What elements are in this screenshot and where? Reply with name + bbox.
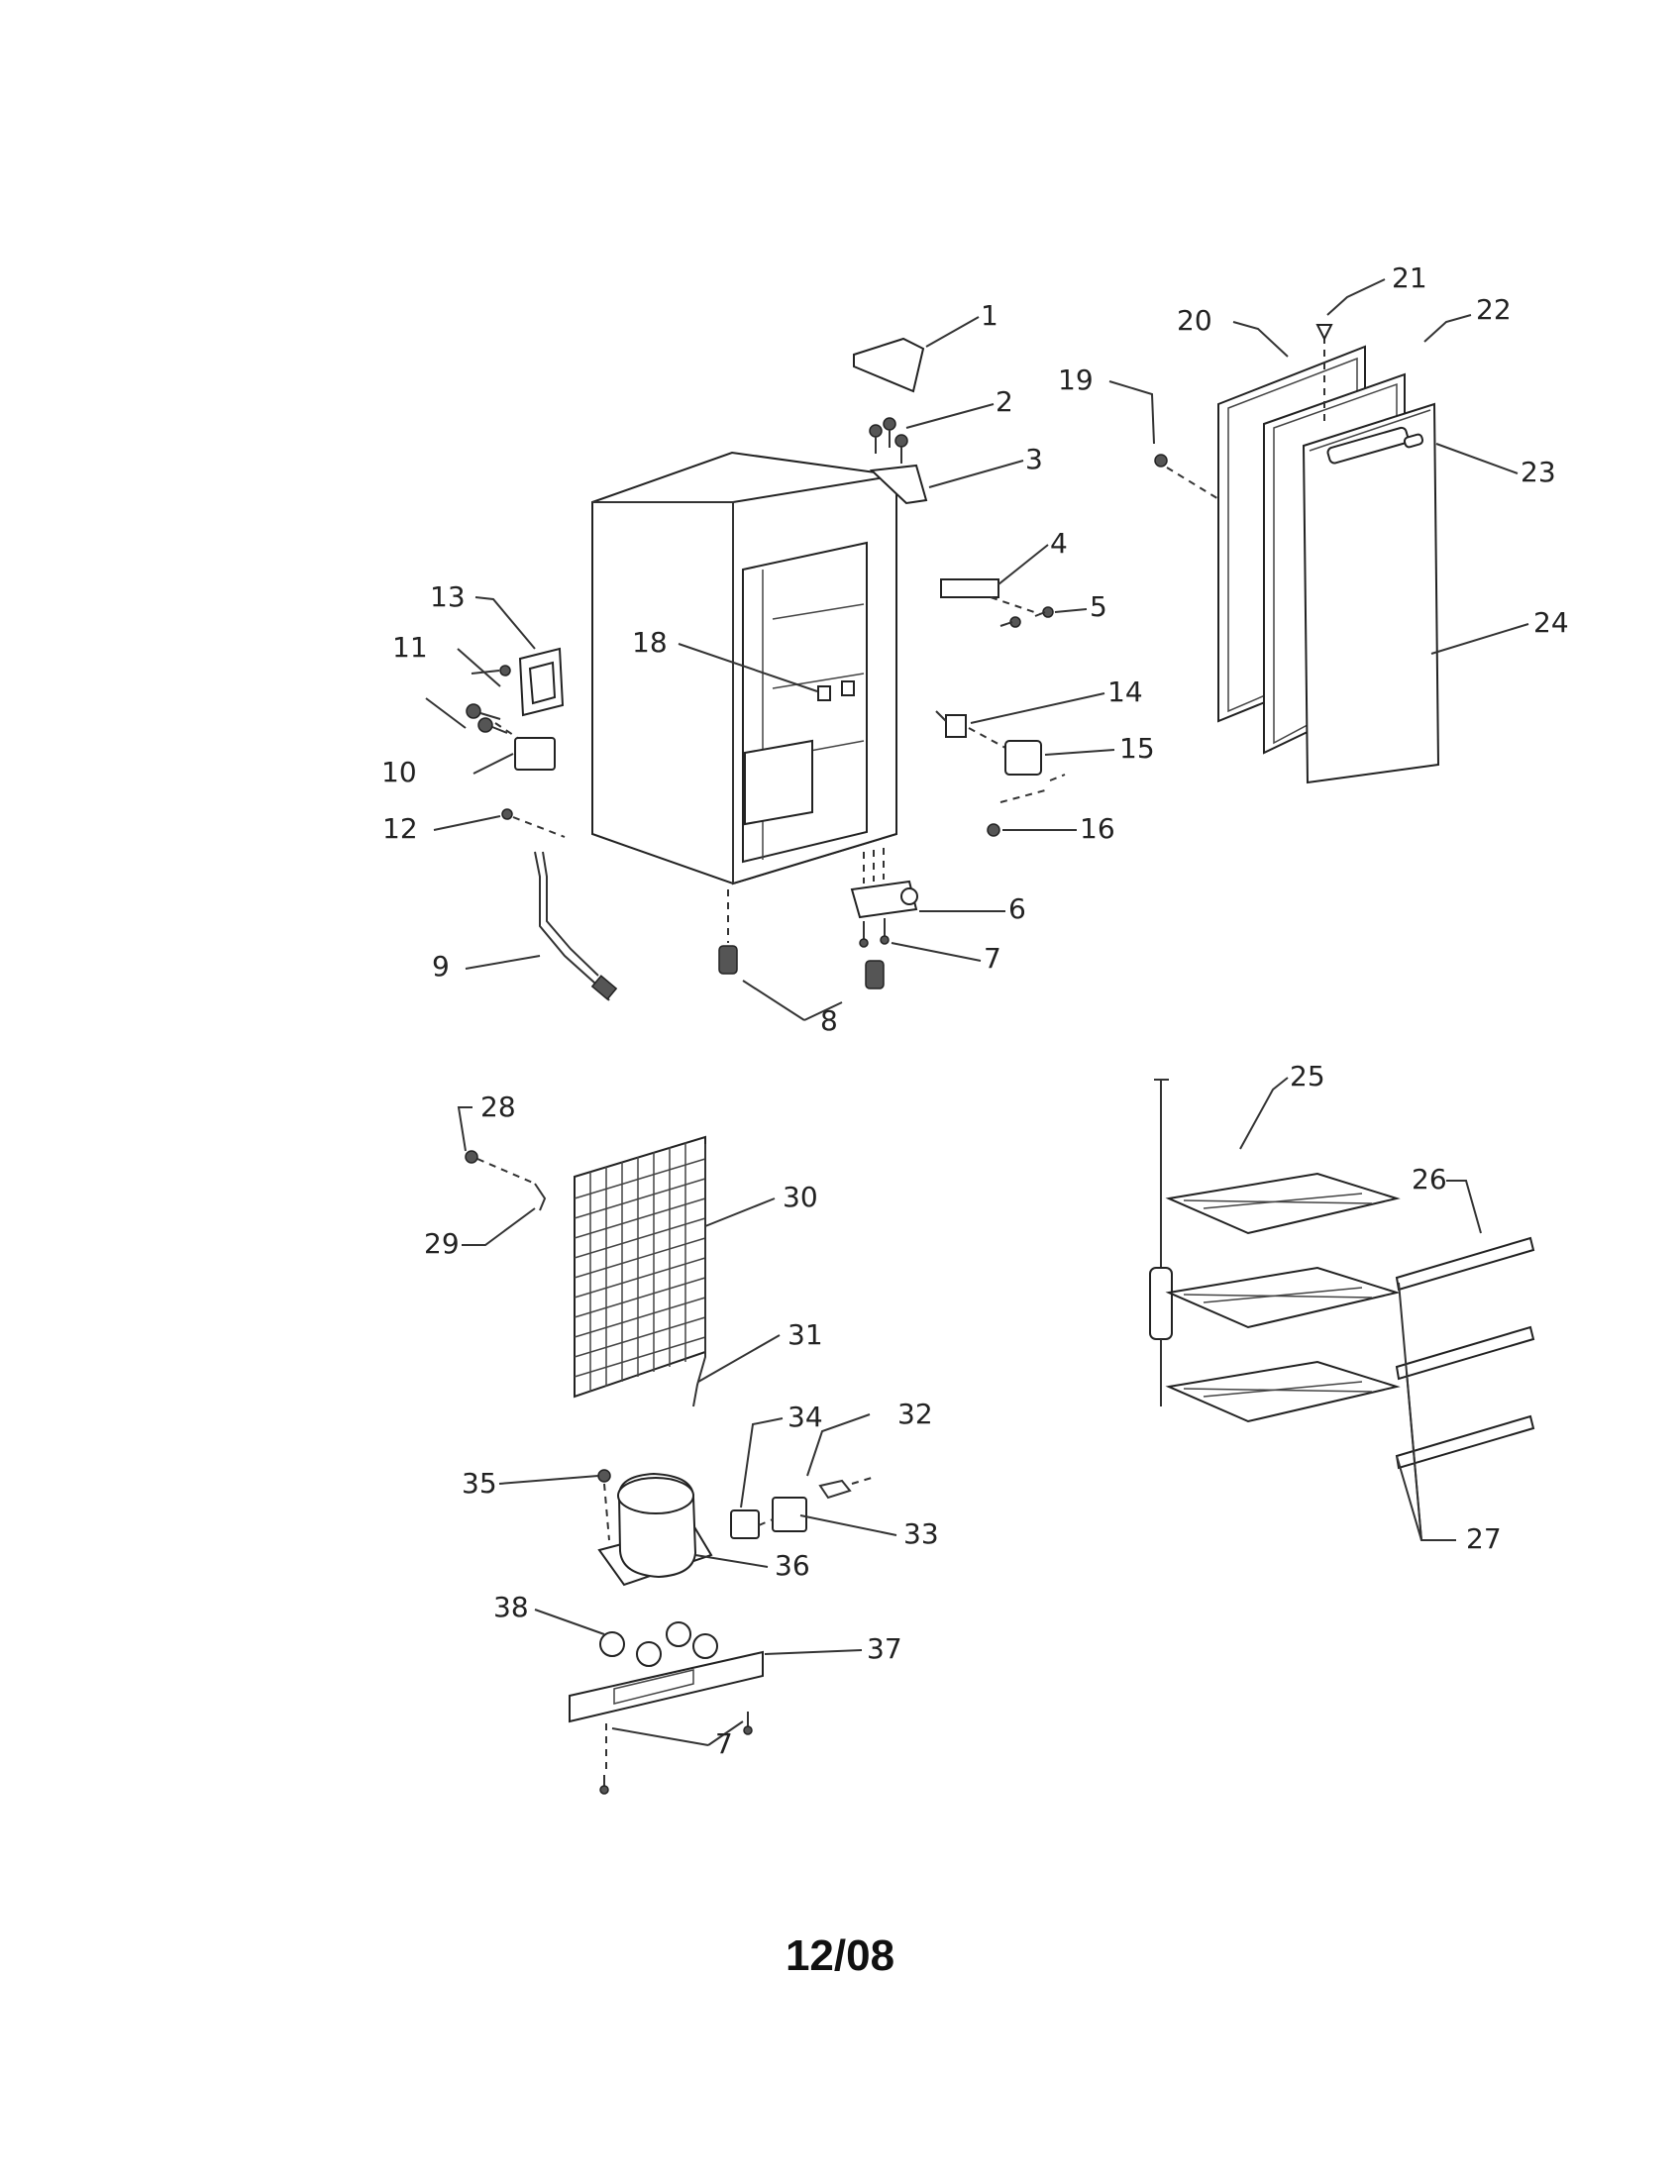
door-panel xyxy=(1302,402,1440,784)
callout-4: 4 xyxy=(1050,527,1068,560)
callout-24: 24 xyxy=(1533,606,1569,639)
door-badge xyxy=(1403,433,1424,449)
condenser xyxy=(574,1135,706,1407)
callout-19: 19 xyxy=(1058,364,1094,396)
callout-5: 5 xyxy=(1090,590,1107,623)
top-hinge xyxy=(869,464,928,505)
cord-screw xyxy=(501,808,513,820)
compressor-bolt xyxy=(597,1469,611,1483)
base-plate xyxy=(569,1650,764,1723)
callout-7: 7 xyxy=(984,942,1001,975)
bracket xyxy=(940,578,999,598)
hinge-screws xyxy=(869,417,908,464)
callout-10: 10 xyxy=(381,756,417,788)
callout-9: 9 xyxy=(432,950,450,983)
callout-27: 27 xyxy=(1466,1522,1502,1555)
power-cord xyxy=(534,851,618,1001)
overload-protector xyxy=(772,1497,807,1532)
callout-14: 14 xyxy=(1107,676,1143,708)
callout-16: 16 xyxy=(1080,812,1115,845)
condenser-clip xyxy=(534,1183,547,1211)
start-relay xyxy=(730,1509,760,1539)
clip-screw xyxy=(465,1150,478,1164)
callout-34: 34 xyxy=(788,1401,823,1433)
callout-36: 36 xyxy=(775,1549,810,1582)
thermostat xyxy=(945,714,967,738)
callout-labels: 1 2 3 4 5 6 7 8 9 10 11 12 13 14 15 16 1… xyxy=(381,261,1569,1760)
door-assembly xyxy=(1154,324,1440,784)
callout-18: 18 xyxy=(632,626,668,659)
leveling-legs xyxy=(718,889,885,989)
callout-32: 32 xyxy=(897,1398,933,1430)
base-screws xyxy=(599,1712,753,1795)
shelf-rails xyxy=(1395,1236,1535,1470)
callout-29: 29 xyxy=(424,1227,460,1260)
callout-21: 21 xyxy=(1392,261,1427,294)
light-bulb xyxy=(499,665,511,676)
light-switch xyxy=(514,737,556,771)
door-handle xyxy=(1326,426,1410,465)
callout-35: 35 xyxy=(462,1467,497,1500)
callout-25: 25 xyxy=(1290,1060,1325,1092)
compressor xyxy=(597,1472,713,1587)
callout-38: 38 xyxy=(493,1591,529,1623)
callout-13: 13 xyxy=(430,580,466,613)
callout-6: 6 xyxy=(1008,892,1026,925)
callout-37: 37 xyxy=(867,1632,902,1665)
callout-7-base: 7 xyxy=(715,1727,733,1760)
bottom-hinge xyxy=(850,880,918,919)
callout-15: 15 xyxy=(1119,732,1155,765)
hinge-bottom-screws xyxy=(859,918,890,948)
thermostat-knob xyxy=(1004,740,1042,776)
callout-30: 30 xyxy=(783,1181,818,1213)
knob-screw xyxy=(987,823,1000,837)
callout-20: 20 xyxy=(1177,304,1212,337)
light-housing xyxy=(518,647,565,717)
leader-lines xyxy=(425,278,1529,1746)
callout-28: 28 xyxy=(480,1091,516,1123)
callout-33: 33 xyxy=(903,1517,939,1550)
date-code: 12/08 xyxy=(785,1931,895,1980)
callout-23: 23 xyxy=(1521,456,1556,488)
callout-11: 11 xyxy=(392,631,428,664)
door-screw xyxy=(1154,454,1168,468)
switch-screws xyxy=(466,703,508,734)
callout-1: 1 xyxy=(981,299,998,332)
grommets xyxy=(599,1621,718,1667)
callout-31: 31 xyxy=(788,1318,823,1351)
top-hinge-cover xyxy=(853,337,925,393)
door-stop xyxy=(1315,324,1333,342)
callout-8: 8 xyxy=(820,1004,838,1037)
relay-clip xyxy=(818,1479,852,1500)
bracket-screws xyxy=(999,606,1054,628)
callout-12: 12 xyxy=(382,812,418,845)
callout-22: 22 xyxy=(1476,293,1512,326)
callout-2: 2 xyxy=(996,385,1013,418)
callout-3: 3 xyxy=(1025,443,1043,475)
evaporator-shelves xyxy=(1149,1079,1401,1423)
callout-26: 26 xyxy=(1412,1163,1447,1196)
cabinet xyxy=(591,451,897,885)
